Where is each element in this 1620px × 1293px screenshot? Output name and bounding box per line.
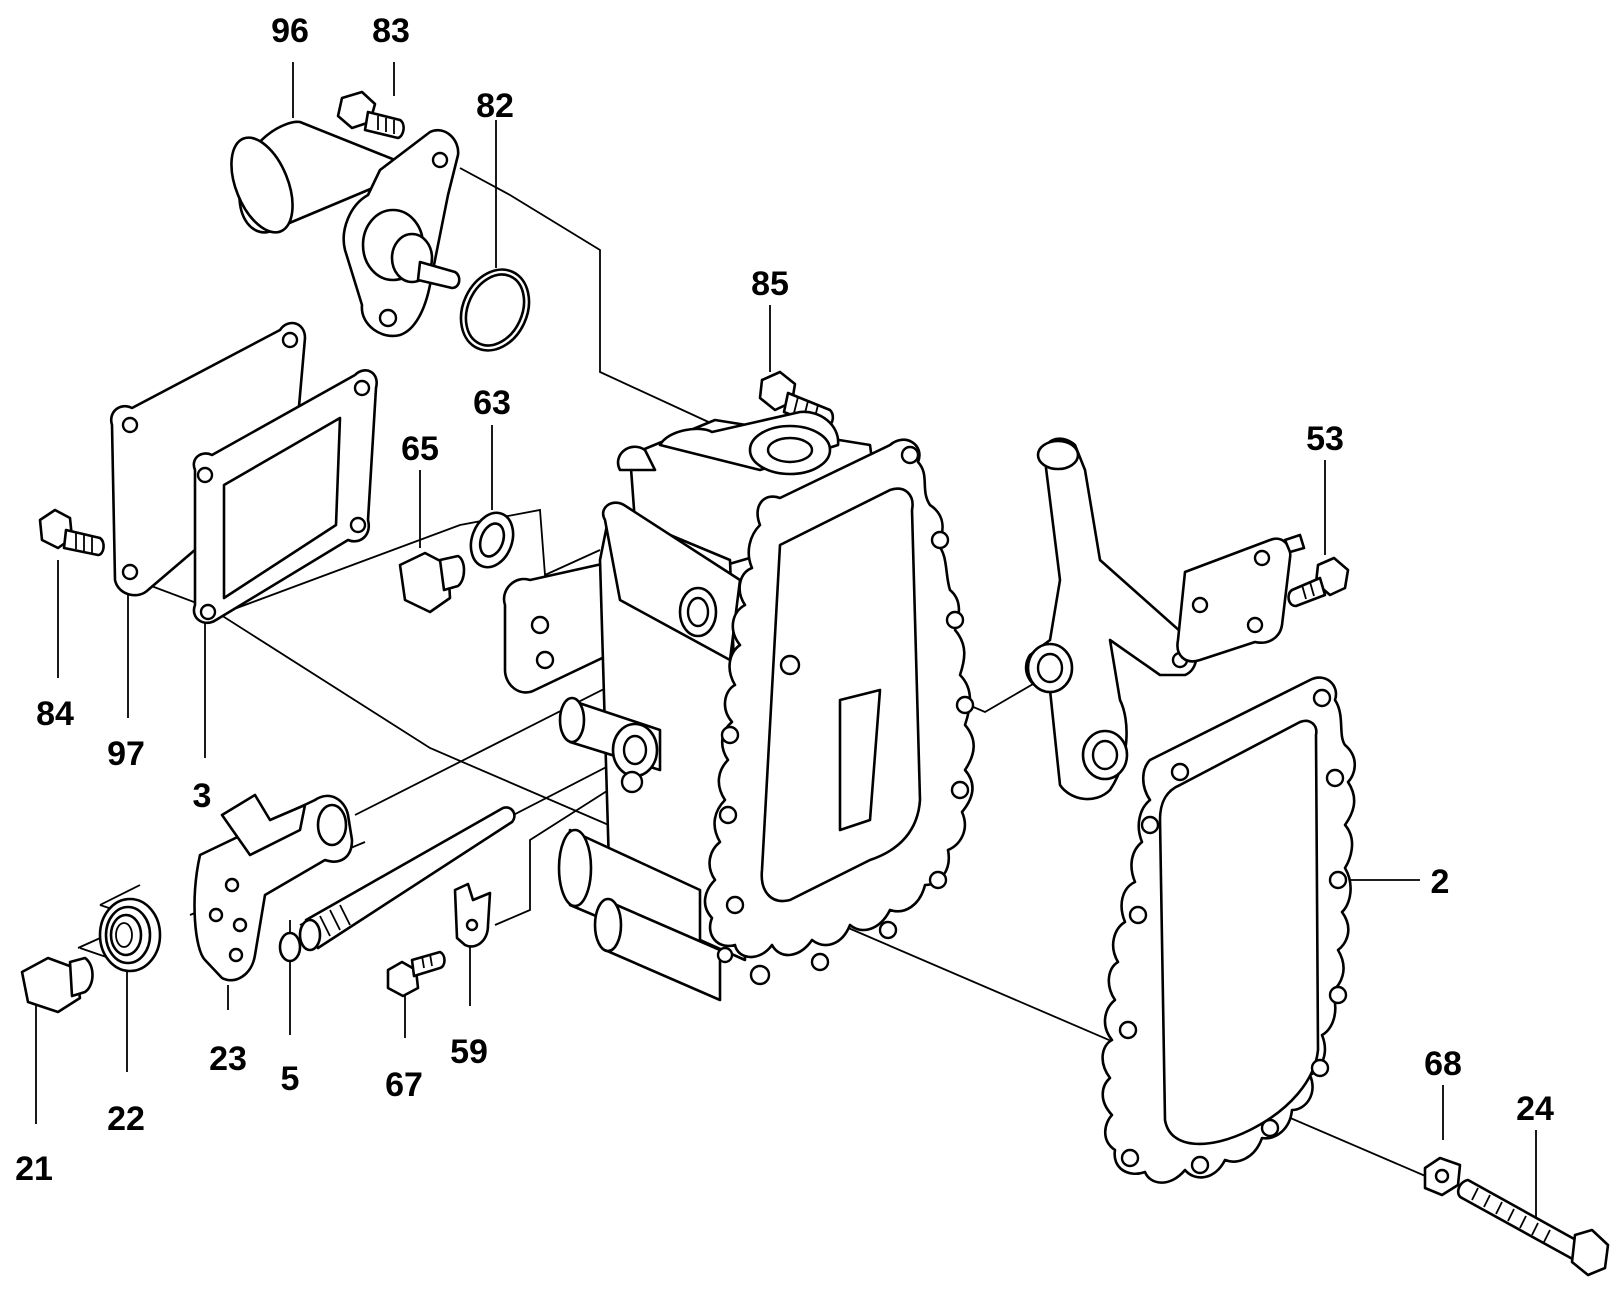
label-24: 24: [1516, 1090, 1554, 1128]
nut-part-68: [1423, 1156, 1462, 1197]
plate-part-53: [1176, 533, 1306, 663]
gasket-part-3: [192, 369, 378, 625]
label-97: 97: [107, 735, 145, 773]
lever-plate-part-23: [193, 793, 354, 982]
label-63: 63: [473, 384, 511, 422]
label-21: 21: [15, 1150, 53, 1188]
label-65: 65: [401, 430, 439, 468]
shaft-part-5: [298, 806, 516, 952]
bolt-part-83: [336, 90, 405, 140]
label-85: 85: [751, 265, 789, 303]
label-2: 2: [1431, 863, 1450, 901]
o-ring-part-82: [459, 268, 531, 352]
label-96: 96: [271, 12, 309, 50]
label-84: 84: [36, 695, 74, 733]
bolt-part-53: [1287, 556, 1350, 608]
label-23: 23: [209, 1040, 247, 1078]
label-67: 67: [385, 1066, 423, 1104]
washer-part-63: [469, 511, 515, 569]
label-3: 3: [193, 777, 212, 815]
solenoid-part-96: [230, 120, 461, 338]
label-59: 59: [450, 1033, 488, 1071]
label-5: 5: [281, 1060, 300, 1098]
spring-part-22: [77, 884, 162, 973]
bolt-part-67: [386, 950, 446, 998]
label-82: 82: [476, 87, 514, 125]
gasket-part-2: [1101, 676, 1357, 1184]
governor-housing: [502, 410, 975, 1002]
lever-assembly: [1024, 437, 1198, 801]
label-53: 53: [1306, 420, 1344, 458]
label-68: 68: [1424, 1045, 1462, 1083]
bolt-part-24: [1456, 1178, 1610, 1277]
bolt-part-84: [38, 508, 105, 557]
label-83: 83: [372, 12, 410, 50]
clip-part-59: [453, 882, 492, 948]
plug-part-21: [20, 956, 94, 1014]
part-labels: 96 83 82 85 63 65 53 84 97 3 2 21 22 23 …: [15, 12, 1554, 1188]
o-ring-part-5: [278, 931, 302, 963]
plug-part-65: [398, 551, 466, 614]
label-22: 22: [107, 1100, 145, 1138]
